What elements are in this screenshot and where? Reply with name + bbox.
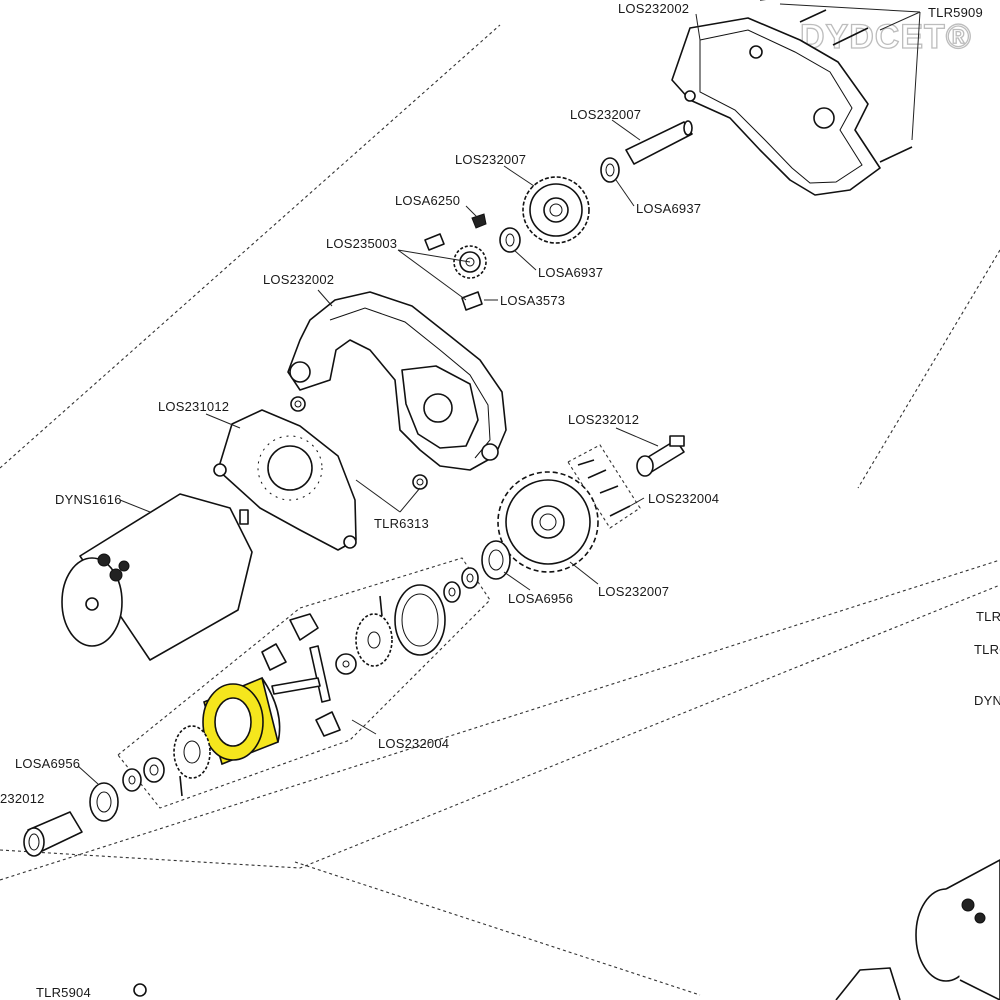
nut-tlr6313-a [290,396,306,412]
diff-washer-c [335,653,357,675]
diff-pin [379,595,383,617]
bearing-losa6956-left [89,782,119,822]
label-los232012-left: 232012 [0,791,45,806]
gear-partial-bottom [835,967,901,1000]
motor-partial-bottom-right [915,859,1000,1000]
label-los232007-shaft: LOS232007 [570,107,641,122]
diff-spider-gear-top [289,613,319,641]
label-edge-tlr5: TLR5 [976,609,1000,624]
diff-pin-bottom [179,775,183,797]
label-losa6250: LOSA6250 [395,193,460,208]
outdrive-right-part [636,435,685,477]
gearbox-housing-part [287,291,507,471]
diff-spider-gear-left [261,643,287,671]
watermark-text: DYDCET® [800,18,972,56]
label-los232002-mid: LOS232002 [263,272,334,287]
label-los232004-diff: LOS232004 [378,736,449,751]
screw-group-boundary [567,444,641,529]
bearing-losa6937-b [499,227,521,253]
label-edge-tlr6: TLR6 [974,642,1000,657]
label-edge-dyn: DYN [974,693,1000,708]
diff-housing-highlighted [202,676,281,766]
cover-screws-part [760,0,913,163]
gearbox-cover-part [671,17,881,196]
diff-screws-part [577,459,631,517]
bearing-losa6937-a [600,157,620,183]
diff-bevel-gear-large [355,613,393,667]
label-losa3573: LOSA3573 [500,293,565,308]
label-los231012: LOS231012 [158,399,229,414]
diff-group-boundary [117,557,491,809]
diff-gasket [394,584,446,656]
motor-part [61,493,253,661]
label-bottom-tlr: TLR5904 [36,985,91,1000]
diff-washer-e [122,768,142,792]
screw-partial-bottom [133,983,147,997]
label-tlr5909-top: TLR5909 [928,5,983,20]
label-losa6956-left: LOSA6956 [15,756,80,771]
label-tlr6313: TLR6313 [374,516,429,531]
label-losa6956-right: LOSA6956 [508,591,573,606]
label-los232007-spur: LOS232007 [598,584,669,599]
motor-screws-part [424,233,483,311]
label-los232002-top: LOS232002 [618,1,689,16]
diff-washer-a [461,567,479,589]
label-losa6937-b: LOSA6937 [538,265,603,280]
bearing-losa6956-right [481,540,511,580]
diff-washer-d [143,757,165,783]
assembly-boundary-inner [0,584,1000,869]
label-losa6937-a: LOSA6937 [636,201,701,216]
label-los232004-screws: LOS232004 [648,491,719,506]
idler-shaft-part [625,120,693,165]
label-los235003: LOS235003 [326,236,397,251]
idler-gear-part [522,176,590,244]
highlight-edge [261,677,281,743]
spur-gear-part [497,471,599,573]
assembly-boundary-outer [0,24,1000,996]
diff-cross-pin [271,645,331,703]
diff-spider-gear-bottom [315,711,341,737]
label-los232007-gear: LOS232007 [455,152,526,167]
highlight-bore [214,697,252,747]
label-los232012-right: LOS232012 [568,412,639,427]
nut-tlr6313-b [412,474,428,490]
set-screw-part [471,213,487,229]
diff-washer-b [443,581,461,603]
label-dyns1616: DYNS1616 [55,492,122,507]
diff-ring-gear [173,725,211,779]
outdrive-left-part [23,811,83,857]
motor-plate-part [213,409,357,551]
